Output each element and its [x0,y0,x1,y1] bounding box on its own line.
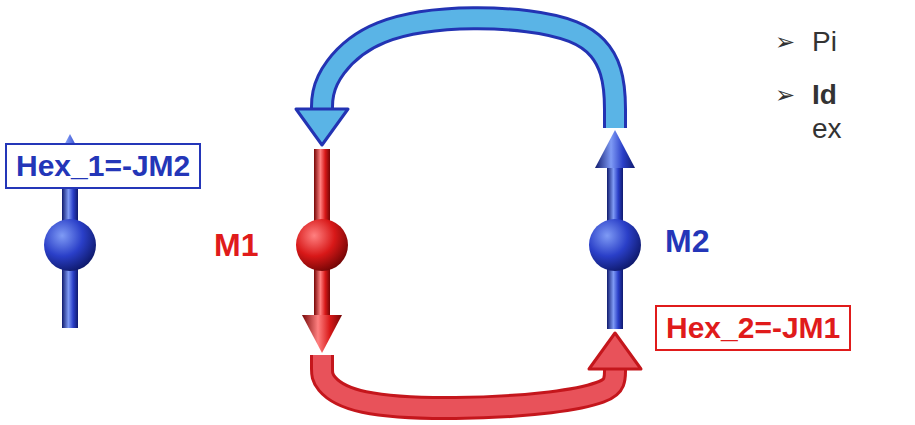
arrow-body [322,18,615,128]
spin-arrowhead [595,130,635,168]
exchange-field-box: Hex_2=-JM1 [655,305,851,351]
spin-symbol [292,145,352,355]
moment-label: M2 [665,223,709,259]
arrow-outline [322,18,615,128]
slide-text: Id [812,78,837,112]
bullet-mark: ➢ [775,78,795,112]
exchange-field-box: Hex_1=-JM2 [5,143,201,189]
moment-label: M1 [214,227,258,263]
arrow-body [322,355,615,408]
bullet-mark: ➢ [775,25,795,59]
spin-sphere [44,219,96,271]
arrow-outline [322,355,615,408]
slide-text: Pi [812,25,837,59]
spin-moment: M1 [292,145,352,355]
arrow-head [296,109,348,145]
spin-sphere [589,219,641,271]
exchange-arrow [322,333,641,408]
exchange-arrow [296,18,615,145]
arrow-head [589,333,641,369]
spin-moment: M2 [585,128,645,333]
spin-sphere [296,219,348,271]
field-formula: Hex_1=-JM2 [16,148,190,184]
spin-arrowhead [302,315,342,353]
slide-text: ex [812,112,842,146]
spin-symbol [585,128,645,333]
field-formula: Hex_2=-JM1 [666,310,840,346]
